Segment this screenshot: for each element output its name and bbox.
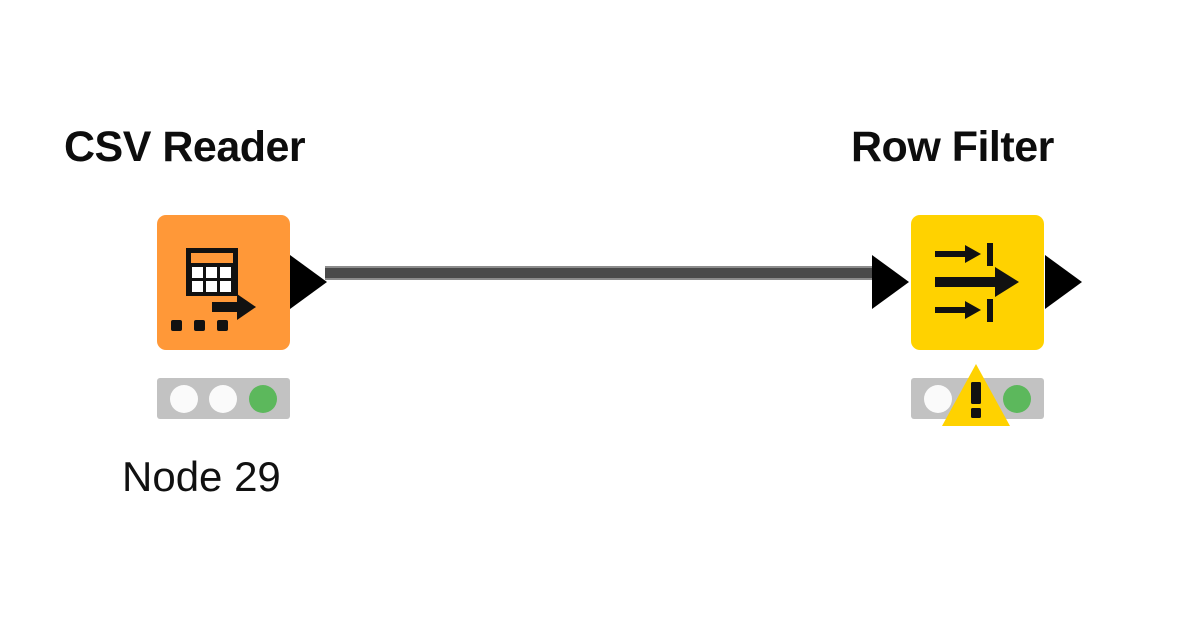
row-filter-arrows-icon bbox=[935, 243, 1019, 322]
status-light-executed bbox=[249, 384, 278, 413]
table-arrow-icon bbox=[171, 248, 256, 331]
status-light-idle-1 bbox=[923, 384, 952, 413]
connection-csv-reader-to-row-filter[interactable] bbox=[325, 266, 873, 280]
status-bar-csv-reader bbox=[157, 378, 290, 419]
status-light-executed bbox=[1003, 384, 1032, 413]
status-bar-row-filter bbox=[911, 378, 1044, 419]
status-light-idle-2 bbox=[209, 384, 238, 413]
node-label-csv-reader[interactable]: Node 29 bbox=[122, 453, 281, 500]
status-light-idle-2 bbox=[963, 384, 992, 413]
input-port-row-filter[interactable] bbox=[872, 255, 909, 309]
node-csv-reader[interactable] bbox=[157, 215, 290, 350]
node-title-csv-reader: CSV Reader bbox=[64, 123, 306, 171]
output-port-row-filter[interactable] bbox=[1045, 255, 1082, 309]
status-light-idle-1 bbox=[169, 384, 198, 413]
node-title-row-filter: Row Filter bbox=[851, 123, 1054, 171]
output-port-csv-reader[interactable] bbox=[290, 255, 327, 309]
node-row-filter[interactable] bbox=[911, 215, 1044, 350]
